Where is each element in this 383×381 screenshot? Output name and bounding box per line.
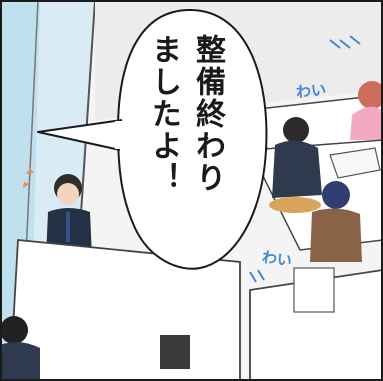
person-brown-body [310, 208, 362, 262]
speech-bubble [116, 8, 268, 270]
table-bottom-right [249, 269, 383, 381]
chair-white [293, 267, 335, 313]
speech-bubble-text: 整備終わり ましたよ！ [126, 34, 244, 254]
person-pink-head [358, 81, 383, 109]
standing-man-face [57, 183, 79, 205]
person-pink-body [350, 106, 383, 140]
speech-line-1: 整備終わり [190, 34, 225, 194]
person-bottom-left-head [0, 316, 28, 344]
sound-effect-bottom: わい [260, 247, 294, 270]
man-suit-body [272, 140, 322, 198]
chair-dark [160, 335, 190, 369]
sound-effect-top: わい [295, 80, 327, 102]
chair-seat [269, 197, 321, 213]
sfx-lines-bottom [249, 269, 265, 283]
man-suit-head [283, 117, 309, 143]
speech-bubble-tail [37, 119, 123, 151]
sfx-lines-top [329, 35, 361, 49]
person-brown-head [322, 181, 350, 209]
speech-line-2: ましたよ！ [146, 34, 181, 194]
open-book [329, 147, 381, 179]
